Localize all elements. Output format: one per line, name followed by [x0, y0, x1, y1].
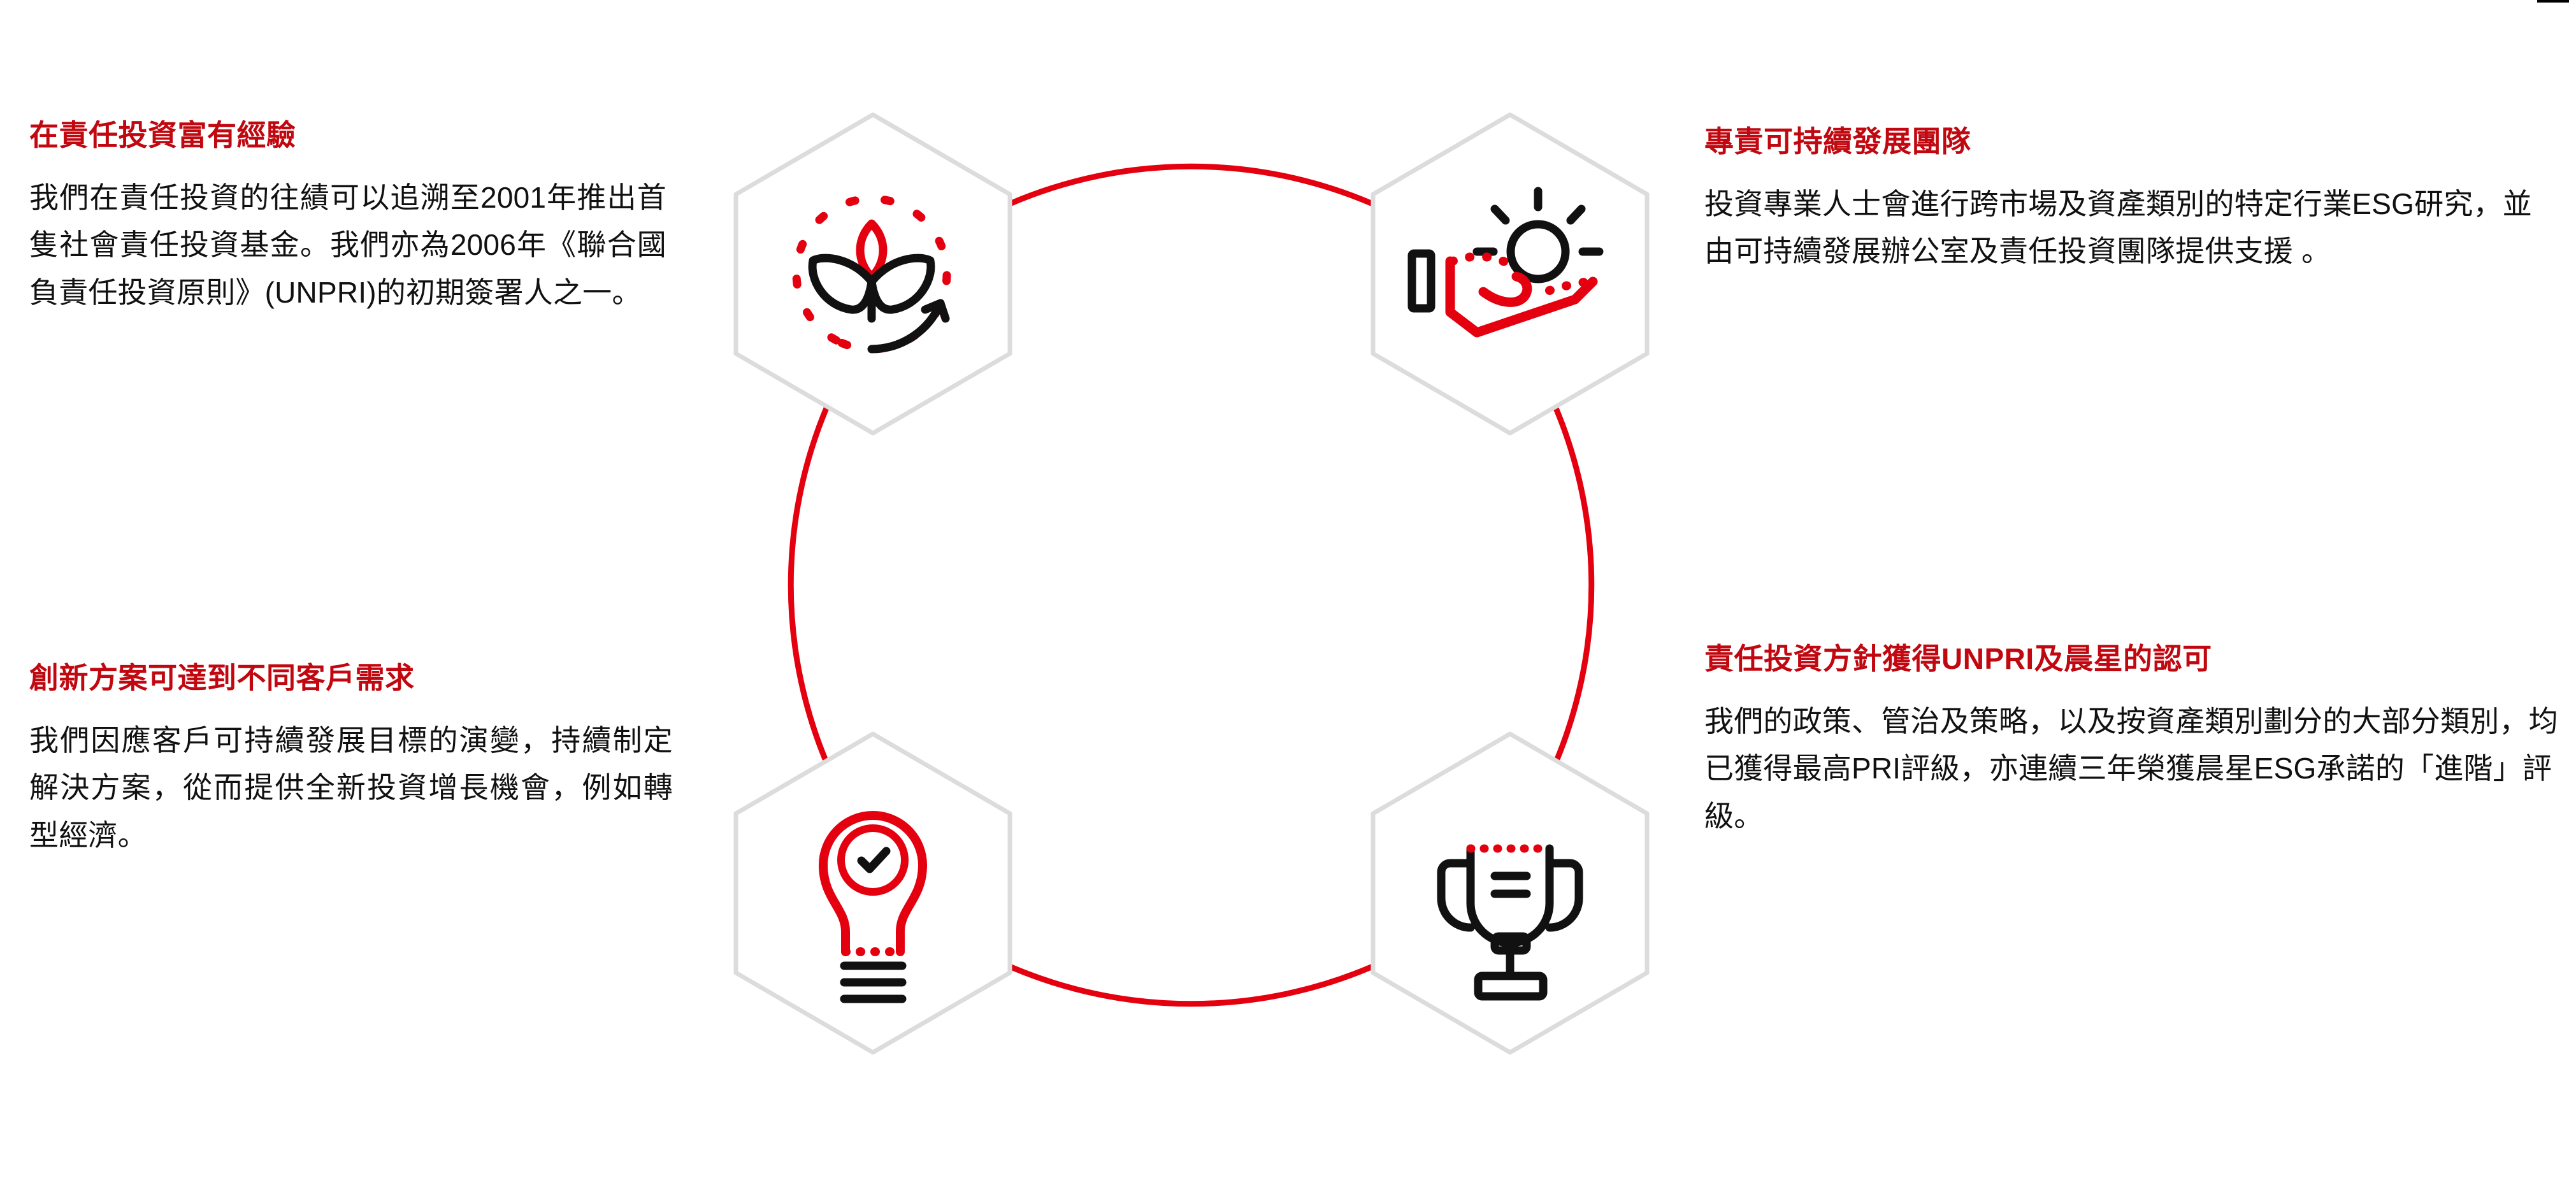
node-stewardship[interactable]: [1371, 112, 1650, 436]
panel-experience: 在責任投資富有經驗 我們在責任投資的往績可以追溯至2001年推出首隻社會責任投資…: [29, 118, 666, 316]
panel-innovation: 創新方案可達到不同客戶需求 我們因應客戶可持續發展目標的演變，持續制定解決方案，…: [29, 661, 673, 859]
panel-team-body: 投資專業人士會進行跨市場及資產類別的特定行業ESG研究，並由可持續發展辦公室及責…: [1704, 187, 2532, 268]
hand-sun-icon: [1407, 187, 1604, 338]
panel-recognition-body: 我們的政策、管治及策略，以及按資產類別劃分的大部分類別，均已獲得最高PRI評級，…: [1704, 704, 2558, 833]
panel-innovation-heading: 創新方案可達到不同客戶需求: [29, 661, 415, 694]
crop-edge-artifact: [2537, 0, 2569, 3]
node-award[interactable]: [1371, 731, 1650, 1055]
panel-team-heading: 專責可持續發展團隊: [1704, 125, 1971, 158]
ring-arc-right: [1539, 376, 1595, 794]
cycle-diagram: [688, 45, 1695, 1140]
sprout-growth-icon: [792, 194, 951, 354]
panel-recognition: 責任投資方針獲得UNPRI及晨星的認可 我們的政策、管治及策略，以及按資產類別劃…: [1704, 642, 2565, 840]
panel-experience-body: 我們在責任投資的往績可以追溯至2001年推出首隻社會責任投資基金。我們亦為200…: [29, 180, 666, 309]
node-innovation[interactable]: [733, 731, 1012, 1055]
ring-arc-left: [788, 376, 843, 794]
panel-recognition-heading: 責任投資方針獲得UNPRI及晨星的認可: [1704, 642, 2212, 675]
trophy-icon: [1437, 844, 1583, 1001]
cycle-ring: [788, 163, 1595, 1007]
panel-experience-heading: 在責任投資富有經驗: [29, 118, 296, 152]
lightbulb-check-icon: [819, 811, 927, 1003]
node-growth[interactable]: [733, 112, 1012, 436]
panel-innovation-body: 我們因應客戶可持續發展目標的演變，持續制定解決方案，從而提供全新投資增長機會，例…: [29, 723, 673, 852]
ring-arc-bottom: [1008, 964, 1374, 1007]
hexagon-outline-stewardship: [1371, 112, 1650, 436]
ring-arc-top: [1008, 163, 1374, 206]
panel-team: 專責可持續發展團隊 投資專業人士會進行跨市場及資產類別的特定行業ESG研究，並由…: [1704, 125, 2552, 275]
